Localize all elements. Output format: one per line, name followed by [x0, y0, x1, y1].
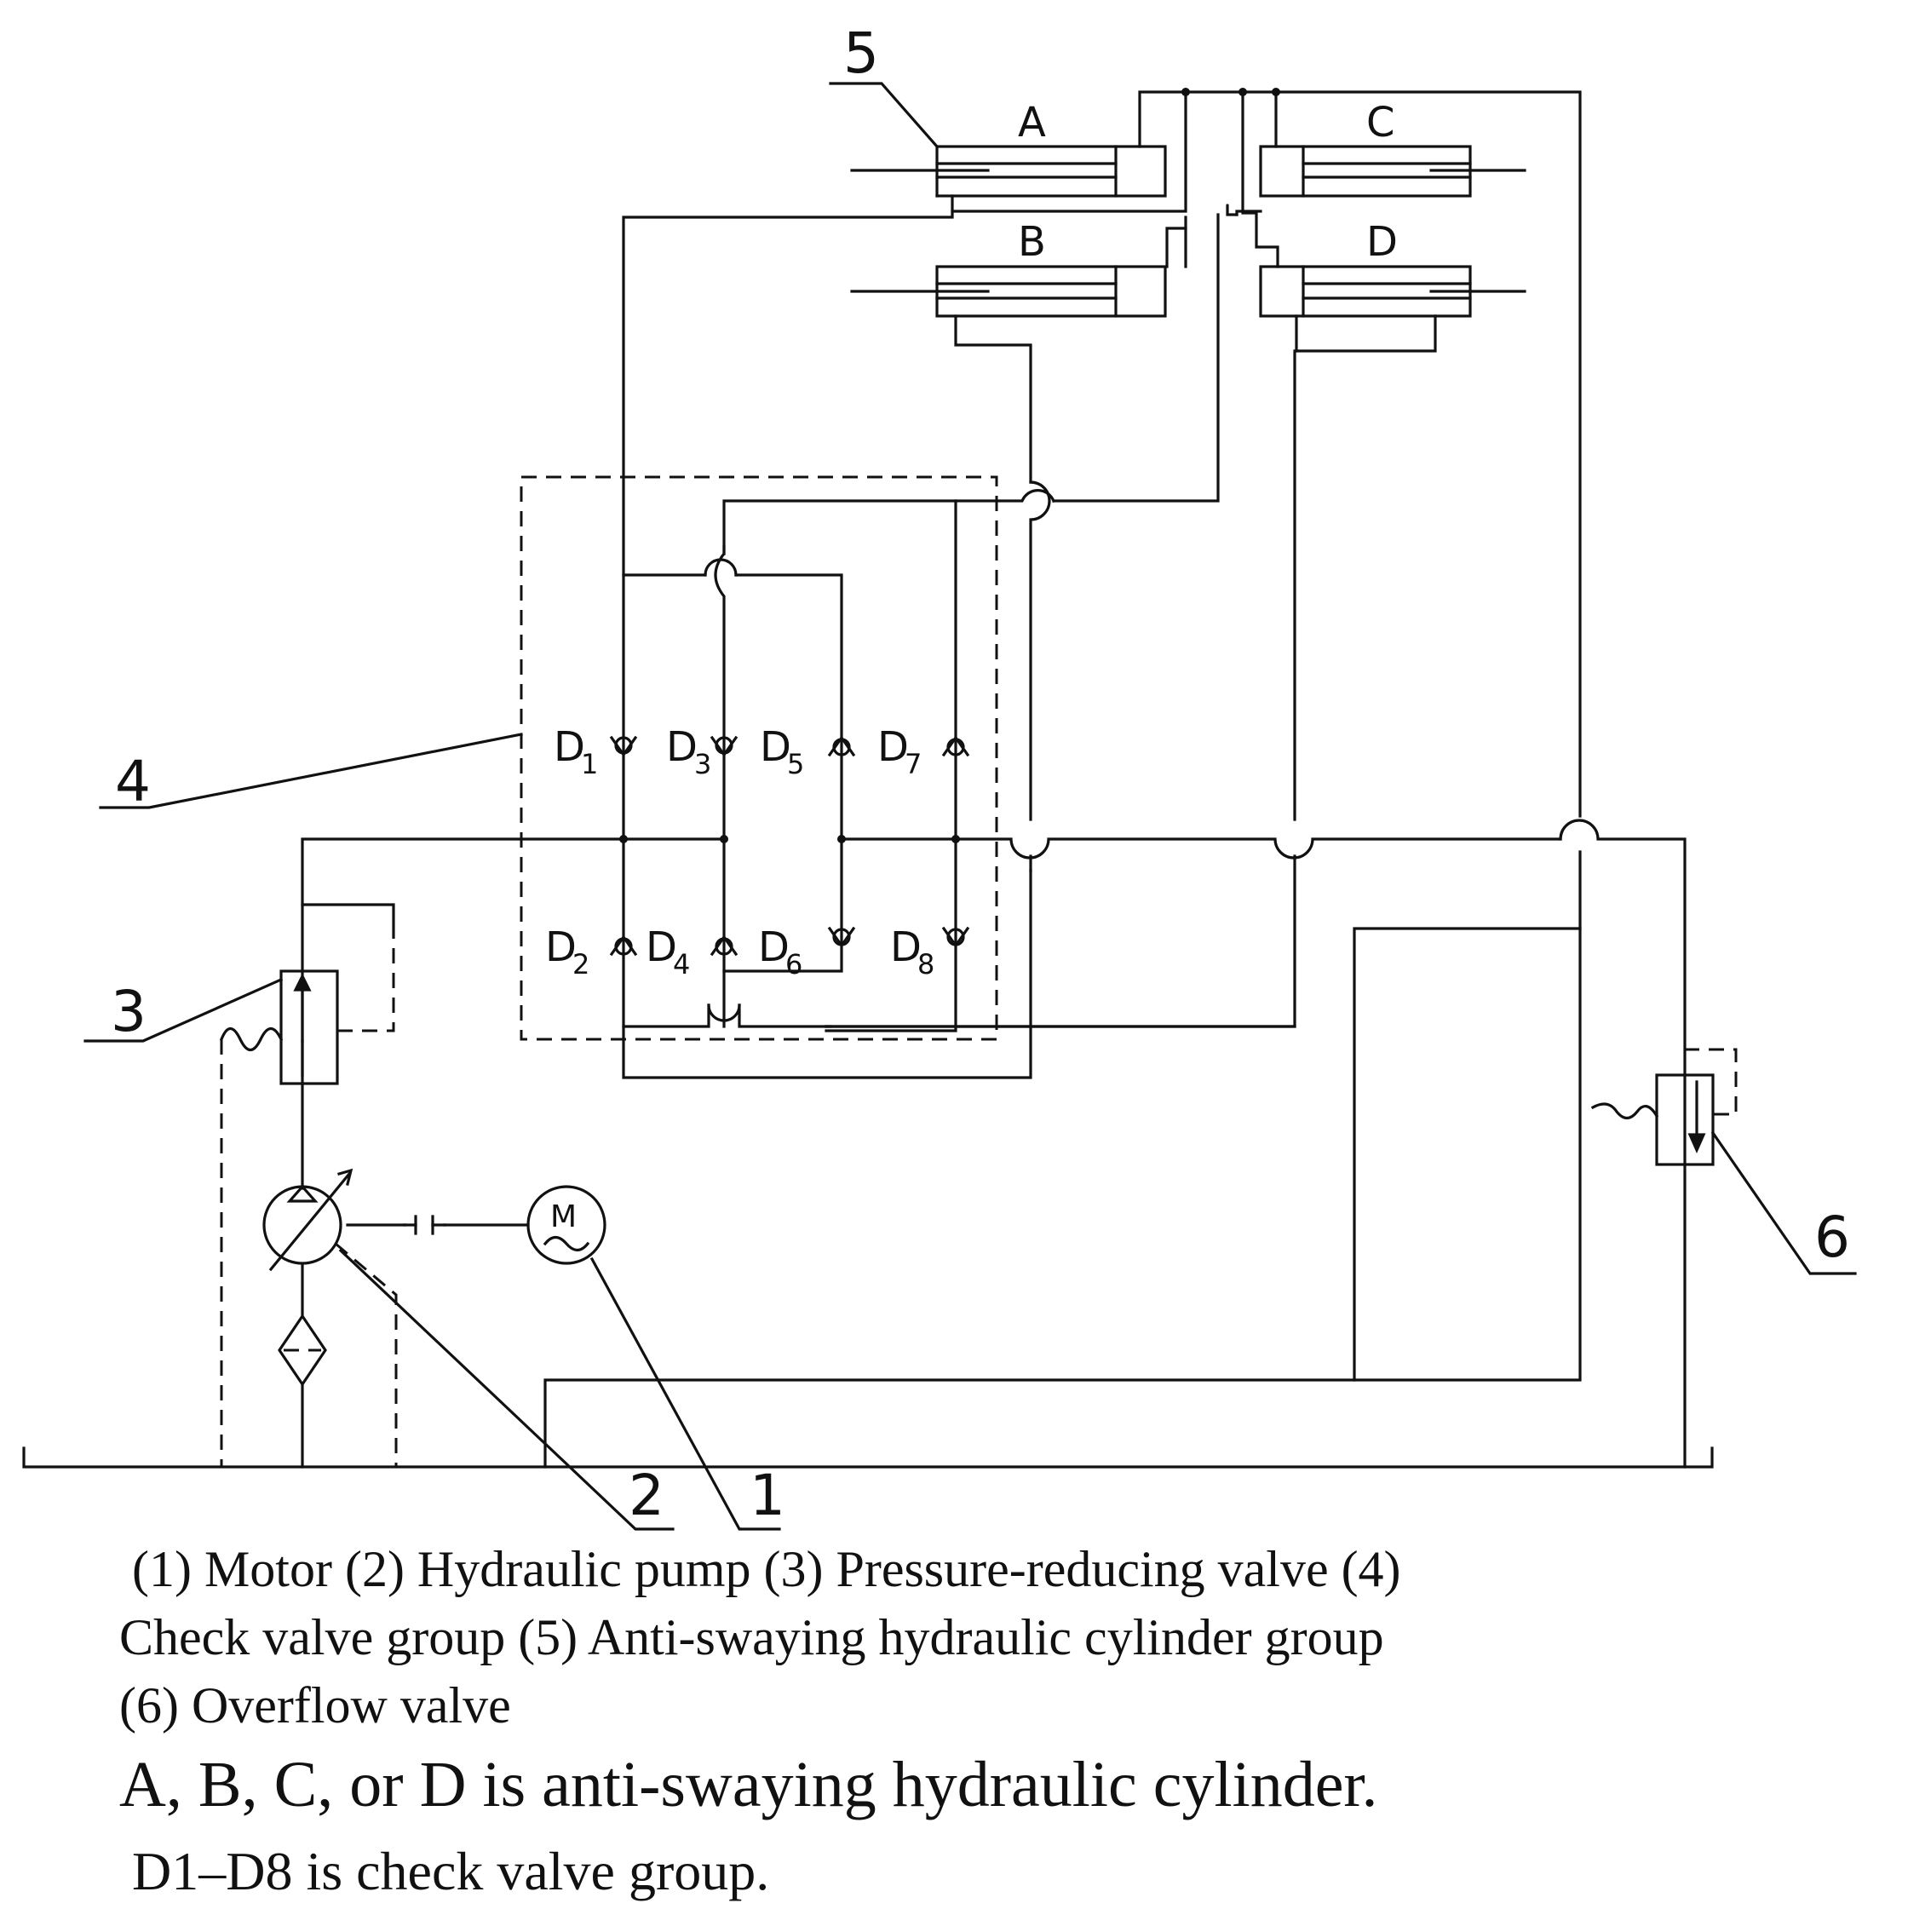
- callout-2: 2: [629, 1463, 664, 1528]
- svg-text:1: 1: [581, 748, 598, 780]
- tank-line: [22, 1446, 1714, 1469]
- callout-3: 3: [111, 979, 147, 1044]
- callout-6: 6: [1814, 1205, 1850, 1270]
- cylinder-D: D: [1259, 218, 1526, 318]
- caption-line-4: A, B, C, or D is anti-swaying hydraulic …: [119, 1749, 1378, 1820]
- cylinder-B: B: [850, 218, 1167, 318]
- svg-text:D: D: [760, 723, 791, 771]
- check-valve-group-boundary: [520, 475, 998, 1041]
- junction-dots: [619, 88, 1280, 843]
- cylinder-label-d: D: [1366, 218, 1398, 266]
- caption-line-1: (1) Motor (2) Hydraulic pump (3) Pressur…: [132, 1541, 1401, 1597]
- svg-text:D: D: [890, 923, 922, 971]
- svg-text:4: 4: [673, 948, 690, 980]
- overflow-valve: [1590, 1048, 1738, 1166]
- callout-4: 4: [115, 749, 151, 814]
- cylinder-A: A: [850, 99, 1167, 198]
- cylinder-C: C: [1259, 99, 1526, 198]
- svg-text:D: D: [758, 923, 790, 971]
- hydraulic-circuit-diagram: A B C D: [22, 20, 1857, 1531]
- hydraulic-lines: [301, 90, 1687, 1469]
- caption-line-5: D1–D8 is check valve group.: [132, 1841, 770, 1901]
- svg-text:D: D: [666, 723, 698, 771]
- hydraulic-pump: [262, 1168, 398, 1467]
- svg-text:D: D: [646, 923, 677, 971]
- check-valve-d4: D 4: [646, 923, 738, 980]
- cylinder-label-b: B: [1018, 218, 1046, 266]
- check-valve-d7: D 7: [877, 723, 970, 780]
- pressure-reducing-valve: [219, 905, 395, 1467]
- svg-text:5: 5: [787, 748, 804, 780]
- svg-text:8: 8: [917, 948, 934, 980]
- cylinder-label-a: A: [1018, 99, 1046, 147]
- check-valve-d2: D 2: [545, 923, 638, 980]
- check-valve-d6: D 6: [758, 923, 856, 980]
- callout-5: 5: [843, 20, 879, 86]
- check-valve-d3: D 3: [666, 723, 738, 780]
- check-valve-d1: D 1: [554, 723, 638, 780]
- svg-text:D: D: [545, 923, 577, 971]
- svg-text:7: 7: [905, 748, 922, 780]
- callout-1: 1: [750, 1463, 785, 1528]
- check-valve-d5: D 5: [760, 723, 856, 780]
- cylinder-label-c: C: [1366, 99, 1395, 147]
- svg-text:3: 3: [694, 748, 711, 780]
- callouts: 1 2 3 4 5 6: [83, 20, 1857, 1531]
- motor: M: [526, 1185, 606, 1265]
- caption-line-3: (6) Overflow valve: [119, 1677, 511, 1734]
- check-valve-d8: D 8: [890, 923, 970, 980]
- check-valves: D 1 D 3 D 5 D 7 D 2: [545, 723, 970, 980]
- svg-text:2: 2: [572, 948, 589, 980]
- motor-symbol: M: [550, 1199, 577, 1234]
- svg-text:6: 6: [785, 948, 802, 980]
- svg-text:D: D: [877, 723, 909, 771]
- svg-text:D: D: [554, 723, 585, 771]
- caption-line-2: Check valve group (5) Anti-swaying hydra…: [119, 1609, 1384, 1665]
